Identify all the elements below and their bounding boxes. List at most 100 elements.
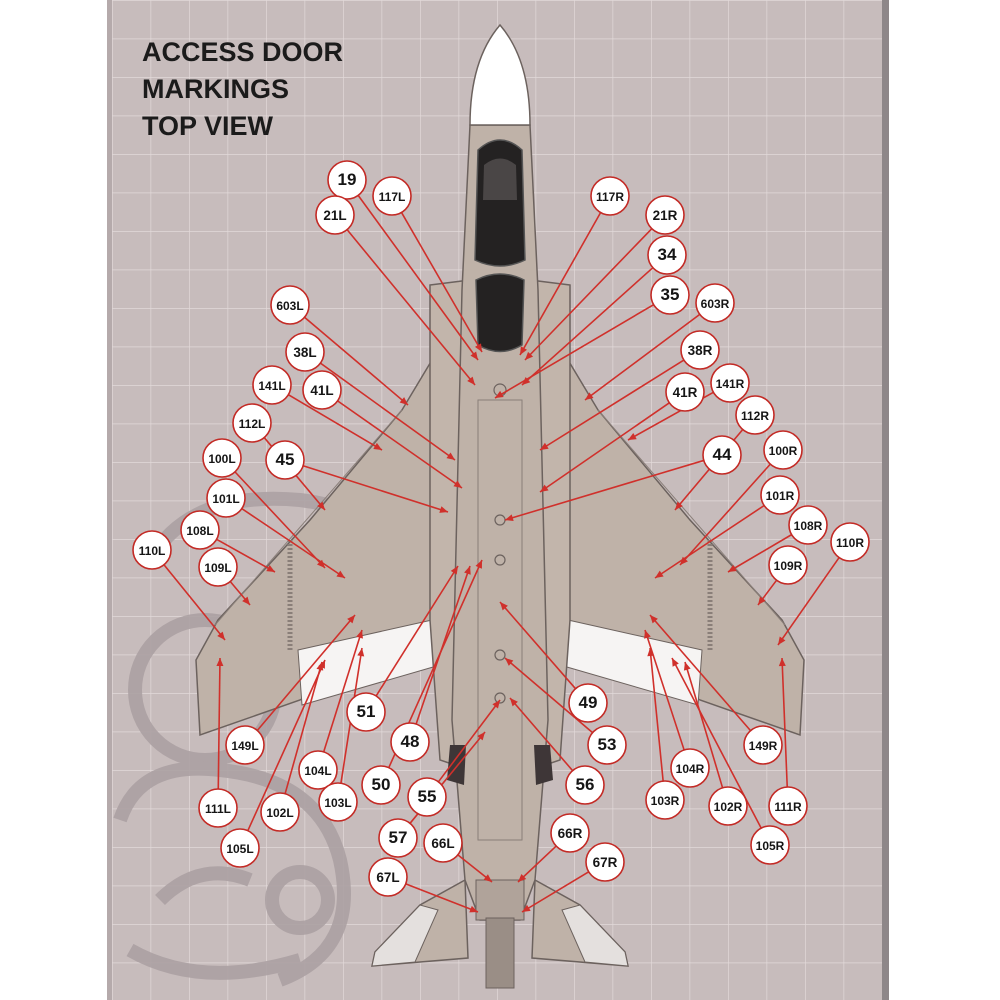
callout-55: 55 bbox=[407, 777, 447, 817]
callout-circle bbox=[590, 176, 630, 216]
callout-112r: 112R bbox=[735, 395, 775, 435]
leader-line-105l bbox=[247, 659, 326, 832]
leader-arrowhead-56 bbox=[510, 698, 518, 707]
callout-circle bbox=[645, 780, 685, 820]
callout-44: 44 bbox=[702, 435, 742, 475]
callout-circle bbox=[665, 372, 705, 412]
callout-circle bbox=[680, 330, 720, 370]
callout-label: 41R bbox=[673, 385, 698, 400]
callout-34: 34 bbox=[647, 235, 687, 275]
callout-label: 102L bbox=[266, 806, 293, 820]
callout-141r: 141R bbox=[710, 363, 750, 403]
callout-101r: 101R bbox=[760, 475, 800, 515]
leader-arrowhead-38l bbox=[446, 452, 455, 460]
callout-circle bbox=[708, 786, 748, 826]
callout-circle bbox=[565, 765, 605, 805]
leader-arrowhead-21r bbox=[525, 351, 534, 360]
leader-line-34 bbox=[521, 267, 654, 386]
leader-arrowhead-49 bbox=[500, 602, 508, 611]
callout-circle bbox=[206, 478, 246, 518]
callout-circle bbox=[407, 777, 447, 817]
callout-102l: 102L bbox=[260, 792, 300, 832]
callout-label: 55 bbox=[418, 787, 437, 806]
leader-line-56 bbox=[509, 697, 574, 772]
leader-arrowhead-53 bbox=[505, 658, 514, 666]
leader-line-603r bbox=[584, 313, 701, 401]
leader-line-67l bbox=[405, 883, 479, 913]
callout-label: 41L bbox=[310, 383, 333, 398]
title-line-2: MARKINGS bbox=[142, 74, 289, 104]
callout-circle bbox=[670, 748, 710, 788]
leader-line-19 bbox=[357, 194, 479, 361]
callout-circle bbox=[285, 332, 325, 372]
page-frame-right bbox=[882, 0, 889, 1000]
nose-cone bbox=[469, 23, 531, 126]
leader-line-104r bbox=[644, 629, 685, 751]
leader-line-41r bbox=[539, 402, 670, 493]
callout-label: 57 bbox=[389, 828, 408, 847]
callout-circle bbox=[568, 683, 608, 723]
leader-arrowhead-21l bbox=[467, 376, 475, 385]
callout-label: 141R bbox=[716, 377, 745, 391]
leader-arrowhead-101l bbox=[336, 570, 345, 578]
leader-line-38r bbox=[539, 359, 685, 451]
callout-label: 44 bbox=[713, 445, 732, 464]
callout-label: 51 bbox=[357, 702, 376, 721]
leader-arrowhead-117r bbox=[520, 346, 527, 355]
leader-line-111l bbox=[217, 657, 221, 790]
callout-38r: 38R bbox=[680, 330, 720, 370]
leader-line-110l bbox=[163, 564, 226, 641]
callout-label: 112R bbox=[741, 409, 769, 423]
callout-48: 48 bbox=[390, 722, 430, 762]
callout-141l: 141L bbox=[252, 365, 292, 405]
callout-label: 110L bbox=[139, 544, 166, 558]
diagram-title: ACCESS DOOR MARKINGS TOP VIEW bbox=[142, 37, 343, 141]
callout-circle bbox=[180, 510, 220, 550]
callout-label: 19 bbox=[338, 170, 357, 189]
callout-label: 110R bbox=[836, 536, 864, 550]
callout-circle bbox=[830, 522, 870, 562]
callout-circle bbox=[750, 825, 790, 865]
leader-line-67r bbox=[521, 871, 590, 913]
callout-53: 53 bbox=[587, 725, 627, 765]
leader-line-38l bbox=[319, 362, 456, 461]
callout-label: 53 bbox=[598, 735, 617, 754]
leader-line-41l bbox=[337, 400, 463, 489]
leader-line-45 bbox=[302, 465, 449, 513]
callout-label: 108L bbox=[186, 524, 213, 538]
callout-105l: 105L bbox=[220, 828, 260, 868]
leader-line-110r bbox=[777, 557, 840, 646]
callout-56: 56 bbox=[565, 765, 605, 805]
leader-arrowhead-66l bbox=[483, 874, 492, 882]
page-frame-left bbox=[107, 0, 112, 1000]
callout-circle bbox=[315, 195, 355, 235]
callout-112l: 112L bbox=[232, 403, 272, 443]
callout-109r: 109R bbox=[768, 545, 808, 585]
leader-arrowhead-105r bbox=[672, 658, 679, 667]
leader-line-149r bbox=[649, 614, 752, 732]
leader-line-66r bbox=[517, 845, 557, 883]
leader-line-108l bbox=[216, 538, 276, 573]
callout-circle bbox=[252, 365, 292, 405]
leader-arrowhead-110r bbox=[778, 636, 786, 645]
leader-line-141l bbox=[287, 393, 383, 451]
callout-circle bbox=[225, 725, 265, 765]
callout-label: 105L bbox=[226, 842, 253, 856]
callout-45: 45 bbox=[265, 440, 305, 480]
leader-line-102r bbox=[684, 661, 724, 789]
leader-arrowhead-48 bbox=[464, 566, 471, 575]
leader-arrowhead-19 bbox=[470, 351, 478, 360]
leader-line-102l bbox=[284, 661, 323, 794]
leader-arrowhead-100r bbox=[680, 556, 688, 565]
leader-line-49 bbox=[499, 601, 577, 690]
callout-label: 117L bbox=[379, 190, 406, 204]
callout-50: 50 bbox=[361, 765, 401, 805]
leader-line-117l bbox=[400, 212, 483, 353]
callout-circle bbox=[768, 545, 808, 585]
leader-line-103r bbox=[649, 647, 664, 782]
callout-circle bbox=[763, 430, 803, 470]
leader-arrowhead-109l bbox=[242, 596, 250, 605]
callout-104l: 104L bbox=[298, 750, 338, 790]
